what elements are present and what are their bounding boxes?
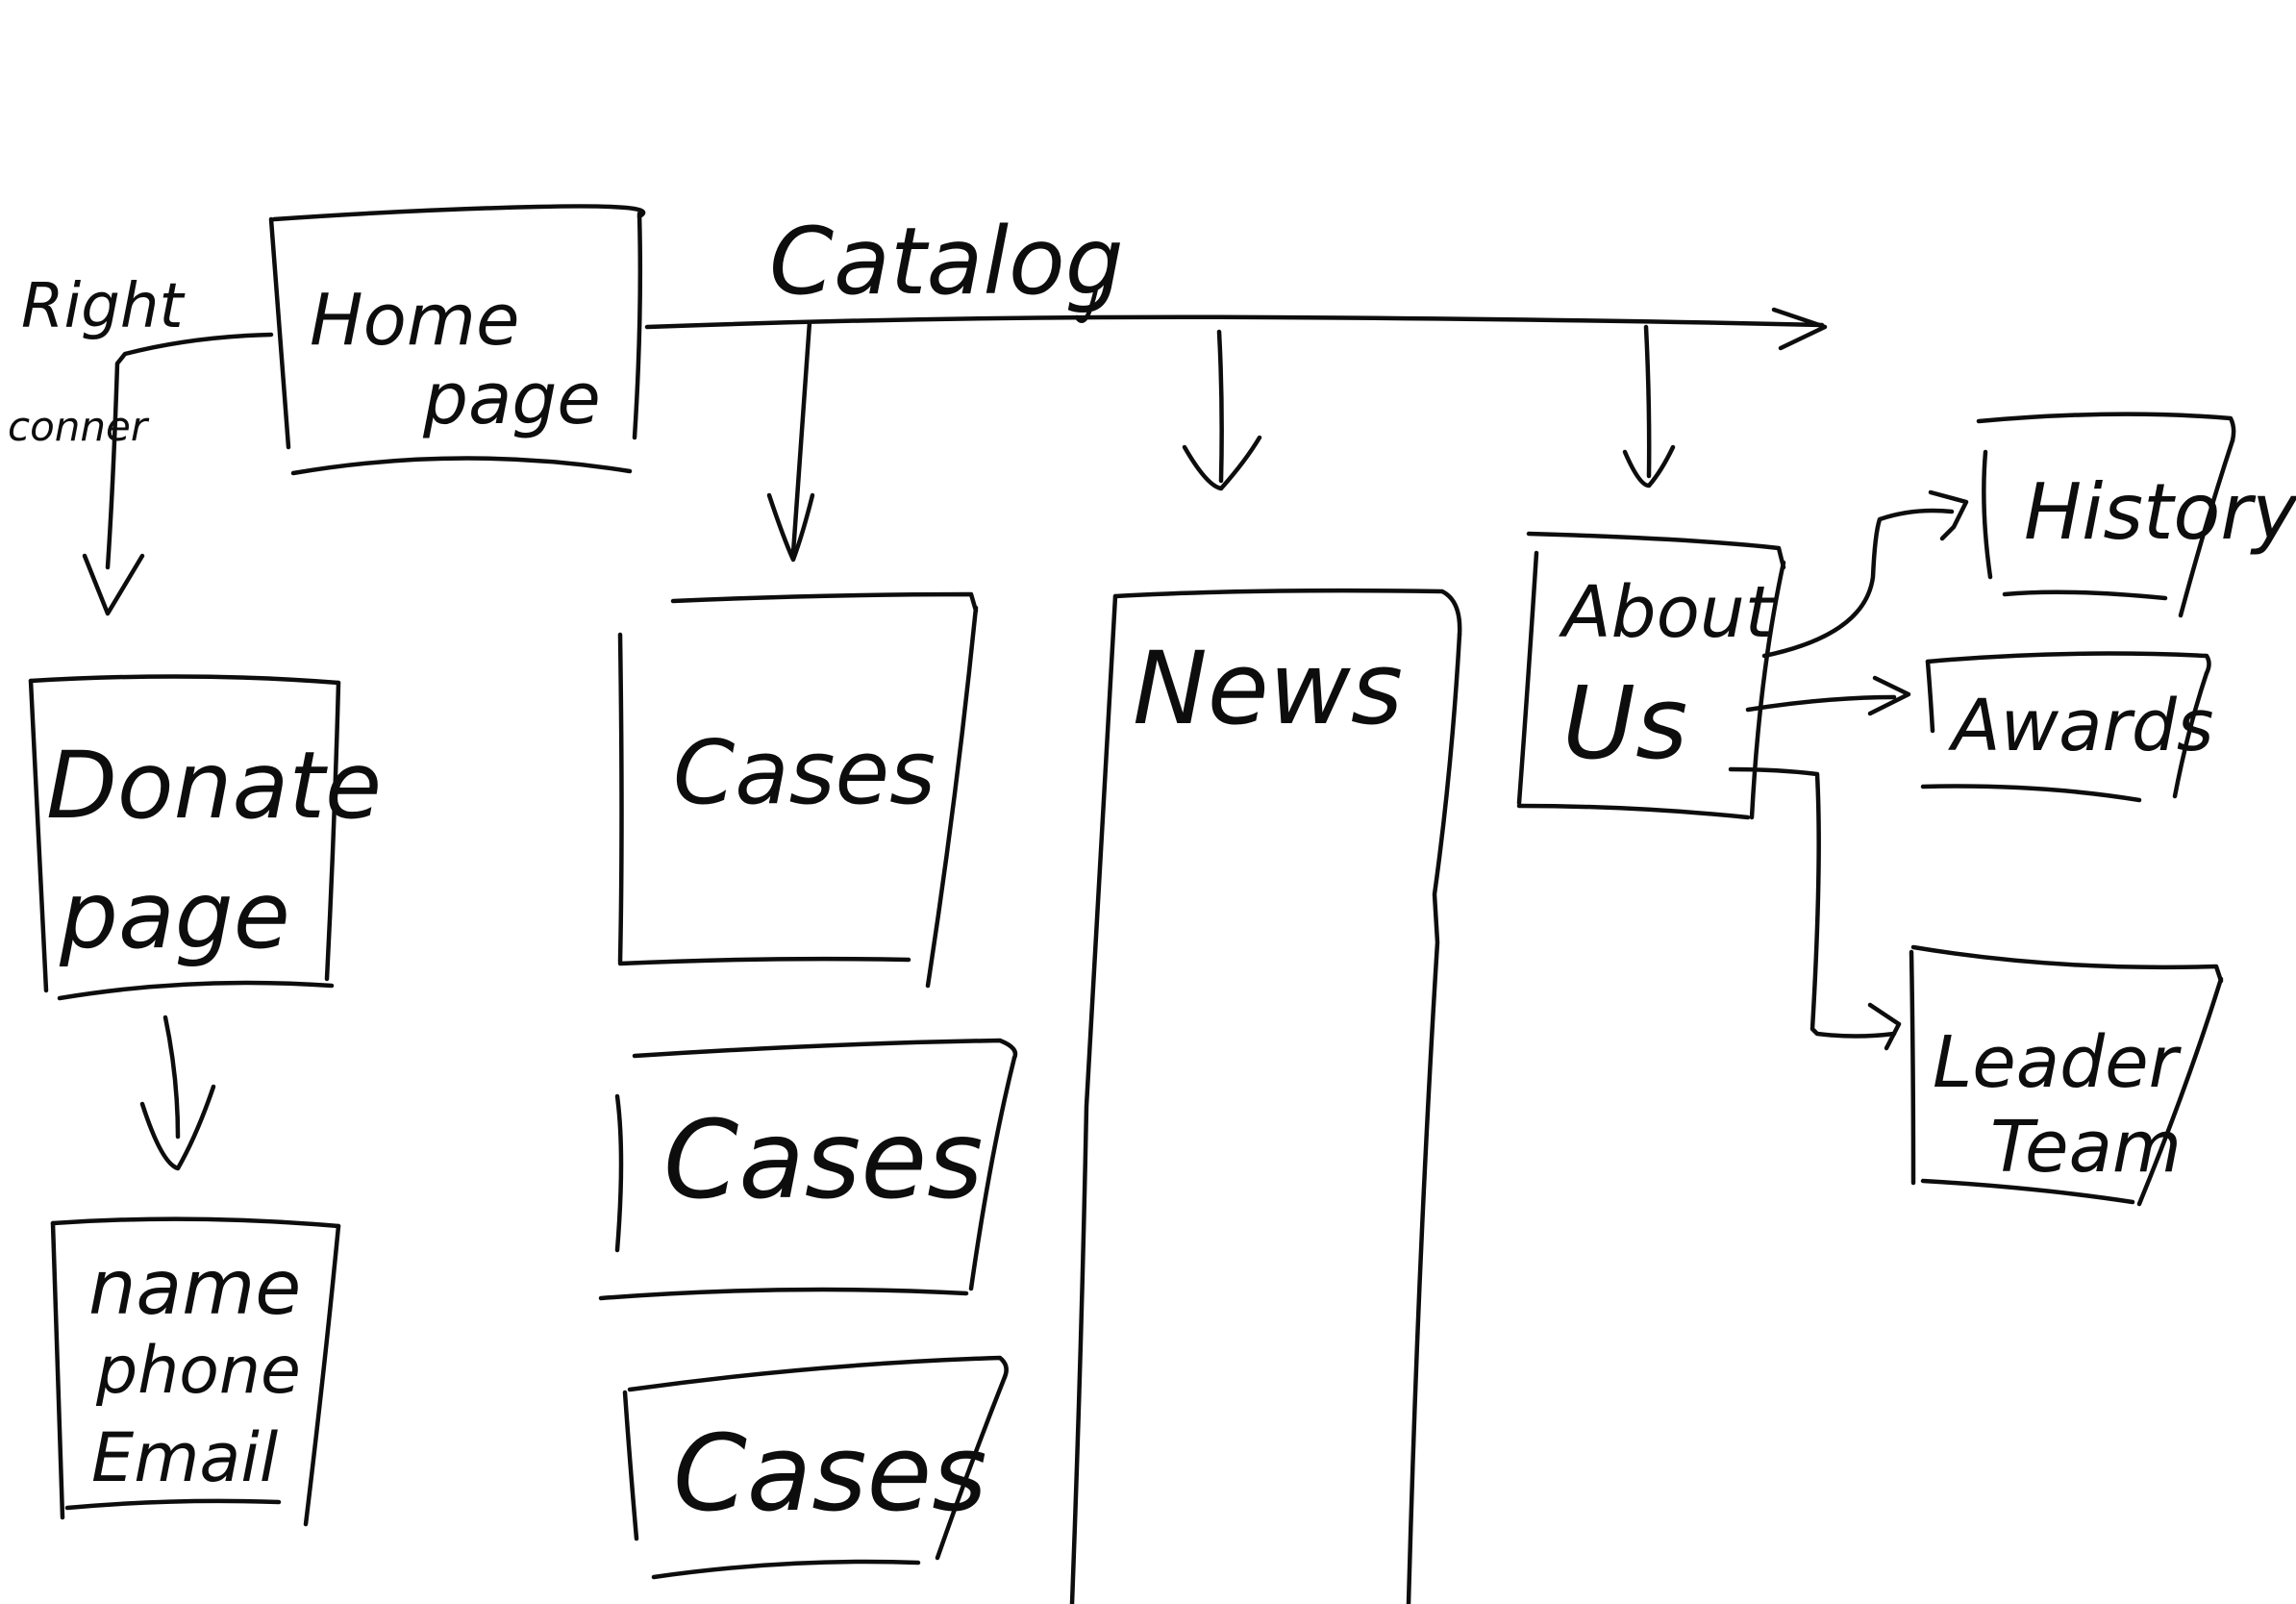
form-field-phone: phone xyxy=(95,1333,301,1409)
right-conner-label-line1: Right xyxy=(21,271,186,342)
cases-1-label: Cases xyxy=(673,721,936,824)
donate-page-label-line2: page xyxy=(59,862,290,969)
form-field-email: Email xyxy=(91,1418,279,1497)
about-us-label-line1: About xyxy=(1559,571,1776,654)
form-field-name: name xyxy=(88,1245,301,1332)
leader-team-node: Leader Team xyxy=(1909,944,2224,1207)
news-label: News xyxy=(1133,630,1403,747)
donate-to-form-edge xyxy=(139,1015,216,1171)
catalog-to-about-edge xyxy=(1622,324,1676,489)
about-to-awards-edge xyxy=(1745,675,1911,716)
history-label: History xyxy=(2024,467,2296,557)
home-page-label-line2: page xyxy=(422,358,601,440)
cases-node-1: Cases xyxy=(617,591,979,989)
catalog-to-news-edge xyxy=(1182,329,1262,491)
news-node: News xyxy=(1069,588,1462,1604)
donate-page-label-line1: Donate xyxy=(46,732,382,840)
cases-node-3: Cases xyxy=(622,1355,1009,1580)
home-page-node: Home page xyxy=(268,204,646,476)
about-us-label-line2: Us xyxy=(1562,664,1687,782)
right-conner-label-line2: conner xyxy=(8,403,150,450)
about-to-leader-edge xyxy=(1728,766,1902,1051)
right-conner-edge: Right conner xyxy=(8,271,274,616)
donate-form-node: name phone Email xyxy=(50,1216,341,1527)
cases-node-2: Cases xyxy=(598,1038,1018,1301)
cases-2-label: Cases xyxy=(663,1098,983,1223)
catalog-to-cases-edge xyxy=(766,319,815,563)
about-us-node: About Us xyxy=(1516,531,1786,820)
catalog-edge: Catalog xyxy=(644,208,1828,351)
catalog-label: Catalog xyxy=(769,208,1124,315)
home-page-label-line1: Home xyxy=(310,279,520,362)
leader-team-label-line2: Team xyxy=(1990,1106,2182,1189)
cases-3-label: Cases xyxy=(673,1412,987,1535)
donate-page-node: Donate page xyxy=(28,674,382,1001)
history-node: History xyxy=(1976,412,2296,618)
leader-team-label-line1: Leader xyxy=(1933,1021,2183,1104)
awards-label: Awards xyxy=(1948,685,2213,767)
awards-node: Awards xyxy=(1920,651,2213,803)
about-to-history-edge xyxy=(1761,489,1969,659)
